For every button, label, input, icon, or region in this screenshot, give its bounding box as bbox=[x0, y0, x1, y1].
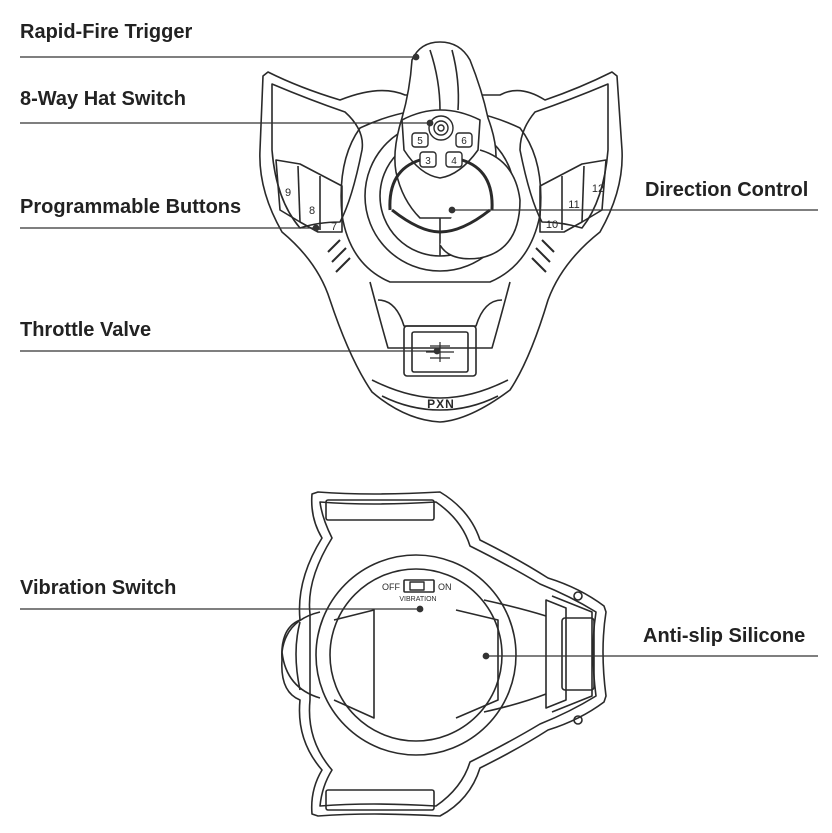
label-direction-control: Direction Control bbox=[645, 179, 809, 201]
hat-button-3: 3 bbox=[425, 156, 431, 167]
switch-on-label: ON bbox=[438, 582, 452, 592]
bottom-view bbox=[281, 491, 607, 817]
right-wing-inner bbox=[519, 83, 609, 229]
switch-caption: VIBRATION bbox=[399, 596, 436, 603]
button-7: 7 bbox=[331, 221, 337, 233]
leader-lines bbox=[20, 53, 818, 660]
base-inner-left bbox=[333, 609, 375, 719]
base-inner-right bbox=[455, 609, 499, 719]
silicone-pad-top bbox=[325, 499, 435, 521]
front-bumper bbox=[371, 379, 509, 399]
throttle-well bbox=[411, 331, 469, 373]
base-ring-outer bbox=[315, 554, 517, 756]
button-11: 11 bbox=[568, 199, 579, 211]
front-bumper-lower bbox=[381, 395, 499, 411]
lower-housing bbox=[369, 281, 511, 349]
grip-back bbox=[439, 149, 521, 260]
rotate-arrow-right bbox=[461, 158, 494, 211]
rotate-arrow-left bbox=[388, 158, 421, 211]
label-programmable-buttons: Programmable Buttons bbox=[20, 196, 242, 218]
silicone-pad-right bbox=[545, 599, 567, 709]
button-9: 9 bbox=[285, 187, 291, 199]
base-ring-inner bbox=[329, 568, 503, 742]
rotate-arrow-bottom bbox=[391, 208, 491, 234]
label-hat-switch: 8-Way Hat Switch bbox=[20, 88, 186, 110]
switch-off-label: OFF bbox=[382, 582, 400, 592]
lower-housing-inner bbox=[377, 299, 503, 327]
screw-bottom bbox=[573, 715, 583, 725]
button-8: 8 bbox=[309, 205, 315, 217]
button-12: 12 bbox=[592, 183, 604, 195]
grip-ridge bbox=[429, 49, 441, 111]
hat-button-6: 6 bbox=[461, 136, 467, 147]
silicone-pad-right-inner bbox=[561, 617, 595, 691]
silicone-pad-bottom bbox=[325, 789, 435, 811]
left-vents-icon bbox=[327, 239, 351, 273]
right-vents-icon bbox=[531, 239, 555, 273]
hat-button-4: 4 bbox=[451, 156, 457, 167]
left-button-panel bbox=[275, 159, 343, 233]
screw-top bbox=[573, 591, 583, 601]
button-10: 10 bbox=[546, 219, 558, 231]
hat-switch-detail bbox=[411, 115, 473, 168]
vibration-switch-knob bbox=[409, 581, 425, 591]
label-vibration-switch: Vibration Switch bbox=[20, 577, 177, 599]
label-throttle-valve: Throttle Valve bbox=[20, 319, 152, 341]
top-view bbox=[259, 41, 623, 423]
bottom-outline-inner bbox=[308, 501, 597, 807]
vibration-switch-slot bbox=[403, 579, 435, 593]
right-button-panel bbox=[539, 159, 607, 233]
label-anti-slip-silicone: Anti-slip Silicone bbox=[643, 625, 806, 647]
brand-logo: PXN bbox=[427, 397, 455, 411]
front-nub bbox=[281, 611, 321, 699]
left-wing-inner bbox=[271, 83, 364, 229]
label-rapid-fire-trigger: Rapid-Fire Trigger bbox=[20, 21, 193, 43]
hat-button-5: 5 bbox=[417, 136, 423, 147]
grip-ridge-2 bbox=[451, 49, 460, 111]
base-outline bbox=[259, 71, 623, 423]
bottom-outline bbox=[281, 491, 607, 817]
